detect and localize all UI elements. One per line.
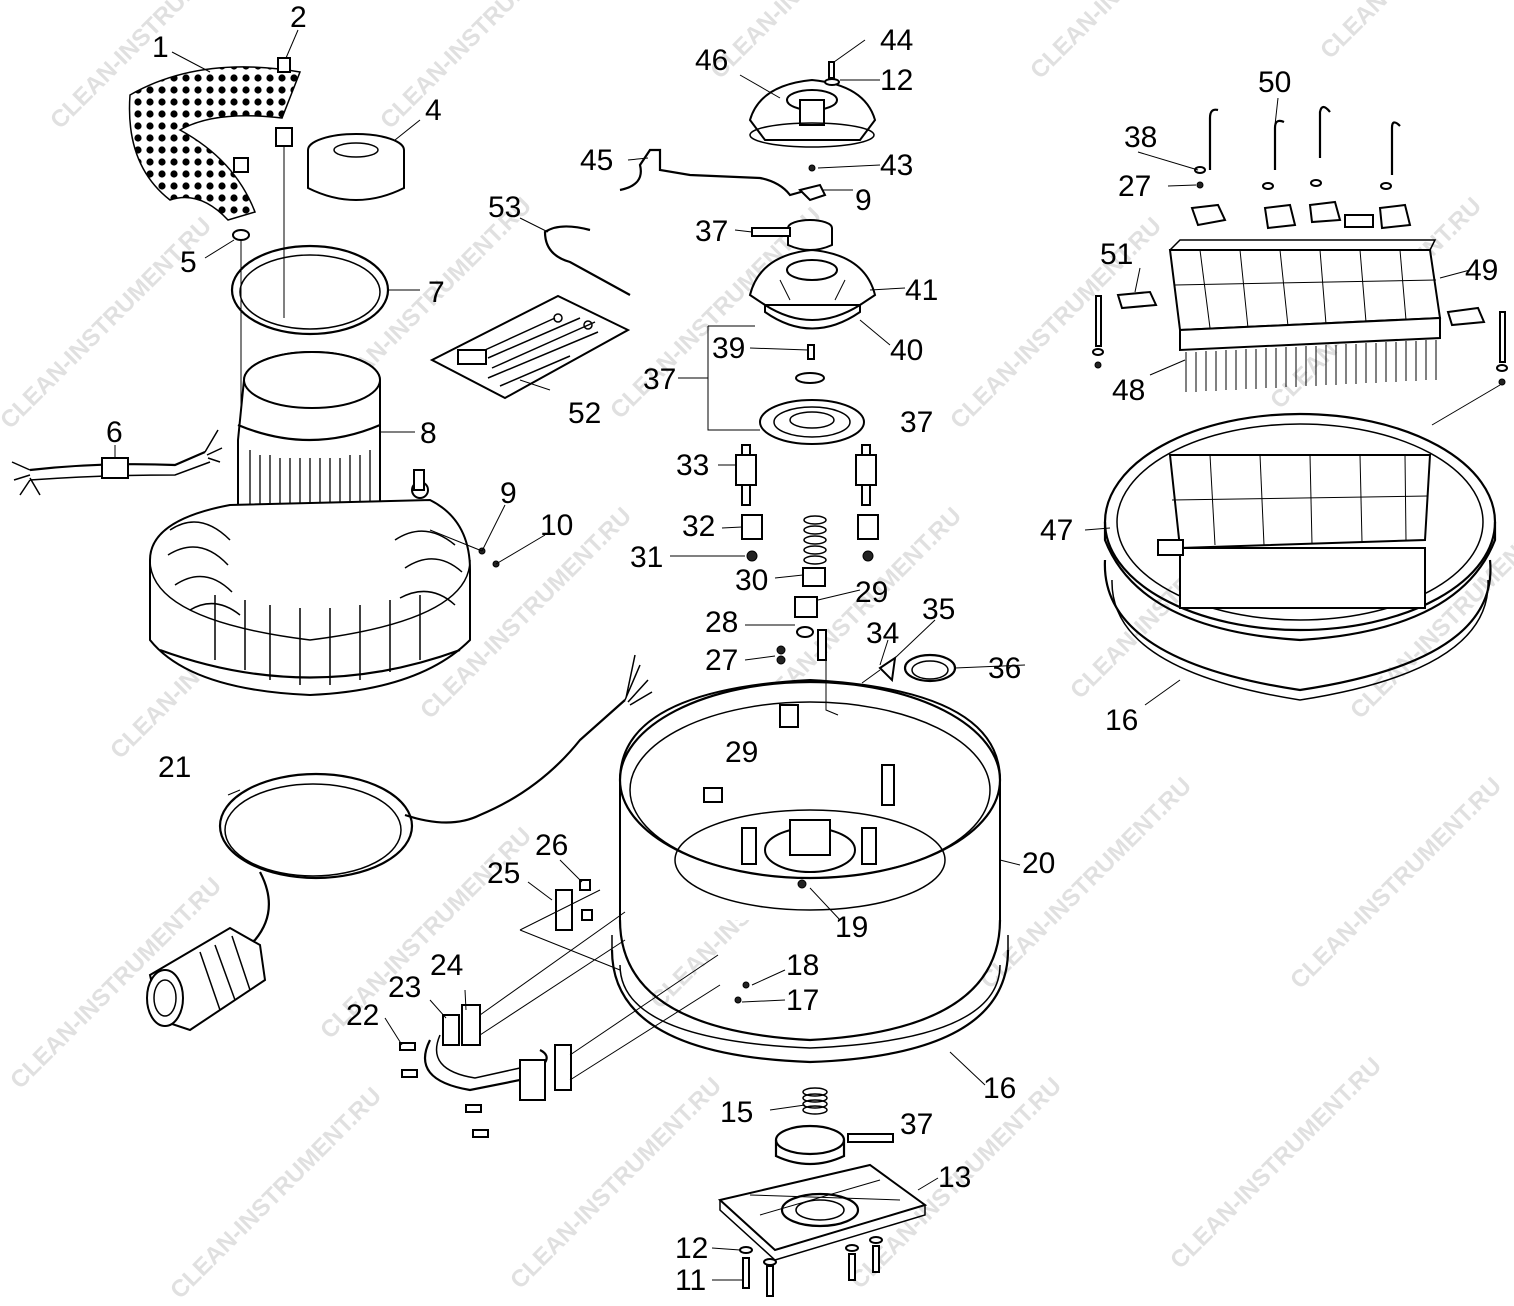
- brush-housing-part: [1103, 412, 1497, 642]
- part-label-21: 21: [158, 751, 191, 784]
- watermark-text: CLEAN-INSTRUMENT.RU: [1315, 0, 1514, 64]
- part-label-31: 31: [630, 541, 663, 574]
- brush-deck-assembly: [1092, 105, 1508, 392]
- watermark-text: CLEAN-INSTRUMENT.RU: [165, 1082, 387, 1304]
- motor-base-housing: [149, 498, 471, 697]
- part-label-6: 6: [106, 416, 123, 449]
- part-label-1: 1: [152, 31, 169, 64]
- main-drum-part: [610, 678, 1010, 1064]
- part-label-50: 50: [1258, 66, 1291, 99]
- part-label-4: 4: [425, 94, 442, 127]
- part-label-27a: 27: [705, 644, 738, 677]
- gasket-ring-part: [230, 244, 390, 336]
- part-label-44: 44: [880, 24, 913, 57]
- part-label-37e: 37: [900, 1108, 933, 1141]
- bottom-assembly-parts: [717, 1087, 928, 1297]
- perforated-screen-part: [128, 66, 302, 221]
- watermark-text: CLEAN-INSTRUMENT.RU: [1165, 1052, 1387, 1274]
- part-label-46: 46: [695, 44, 728, 77]
- part-label-8: 8: [420, 417, 437, 450]
- part-label-7: 7: [428, 276, 445, 309]
- rod-part-53: [543, 225, 631, 296]
- part-label-36: 36: [988, 652, 1021, 685]
- leader-lines: [171, 29, 1501, 1281]
- part-label-32: 32: [682, 510, 715, 543]
- part-label-48: 48: [1112, 374, 1145, 407]
- part-label-5: 5: [180, 246, 197, 279]
- part-label-37d: 37: [900, 406, 933, 439]
- part-label-25: 25: [487, 857, 520, 890]
- cable-kit-part: [429, 294, 631, 400]
- watermark-text: CLEAN-INSTRUMENT.RU: [1025, 0, 1247, 84]
- part-label-10: 10: [540, 509, 573, 542]
- part-label-52: 52: [568, 397, 601, 430]
- part-label-20: 20: [1022, 847, 1055, 880]
- part-label-24: 24: [430, 949, 463, 982]
- part-label-53: 53: [488, 191, 521, 224]
- part-label-34: 34: [866, 617, 899, 650]
- part-label-19: 19: [835, 911, 868, 944]
- ring-part-16-right: [1103, 559, 1492, 701]
- part-label-40: 40: [890, 334, 923, 367]
- part-label-17: 17: [786, 984, 819, 1017]
- part-label-12a: 12: [880, 64, 913, 97]
- part-label-12b: 12: [675, 1232, 708, 1265]
- part-label-33: 33: [676, 449, 709, 482]
- part-label-16b: 16: [1105, 704, 1138, 737]
- part-label-18: 18: [786, 949, 819, 982]
- part-label-39: 39: [712, 332, 745, 365]
- handle-bracket-parts: [399, 879, 750, 1138]
- part-label-16a: 16: [983, 1072, 1016, 1105]
- part-label-43: 43: [880, 149, 913, 182]
- part-label-29b: 29: [725, 736, 758, 769]
- part-label-47: 47: [1040, 514, 1073, 547]
- part-label-37c: 37: [643, 363, 676, 396]
- part-label-38: 38: [1124, 121, 1157, 154]
- part-label-9a: 9: [500, 477, 517, 510]
- part-label-41: 41: [905, 274, 938, 307]
- part-label-35: 35: [922, 593, 955, 626]
- part-label-11: 11: [675, 1264, 706, 1297]
- center-column-parts: [619, 61, 957, 716]
- part-label-30: 30: [735, 564, 768, 597]
- part-label-29a: 29: [855, 576, 888, 609]
- part-label-15: 15: [720, 1096, 753, 1129]
- part-label-13: 13: [938, 1161, 971, 1194]
- watermark-text: CLEAN-INSTRUMENT.RU: [1285, 772, 1507, 994]
- part-label-51: 51: [1100, 238, 1133, 271]
- power-cord-part: [146, 654, 653, 1032]
- part-label-37b: 37: [695, 215, 728, 248]
- part-label-49: 49: [1465, 254, 1498, 287]
- part-label-22: 22: [346, 999, 379, 1032]
- part-label-26: 26: [535, 829, 568, 862]
- part-label-9b: 9: [855, 184, 872, 217]
- filter-ring-part: [307, 133, 405, 201]
- watermark-text: CLEAN-INSTRUMENT.RU: [375, 0, 597, 134]
- part-label-2: 2: [290, 1, 307, 34]
- cable-harness-part: [11, 429, 223, 496]
- part-label-23: 23: [388, 971, 421, 1004]
- part-label-27b: 27: [1118, 170, 1151, 203]
- part-label-28: 28: [705, 606, 738, 639]
- part-label-45: 45: [580, 144, 613, 177]
- bolt-parts: [232, 57, 293, 420]
